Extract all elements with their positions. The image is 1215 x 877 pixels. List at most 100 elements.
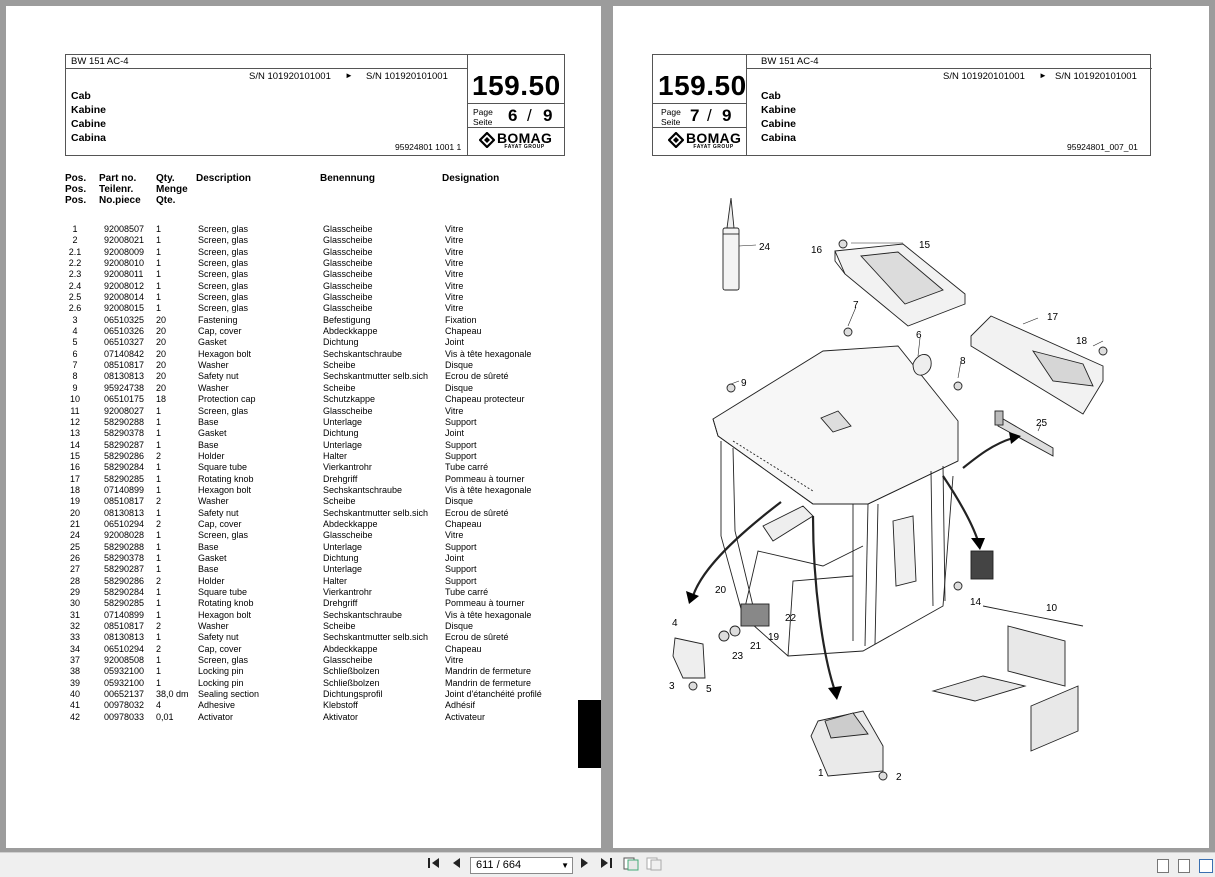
cell-qty: 1 <box>156 666 162 677</box>
cell-part-no: 06510327 <box>104 337 145 348</box>
cell-part-no: 08510817 <box>104 496 145 507</box>
leader-lines <box>730 242 1104 432</box>
cell-part-no: 00978032 <box>104 700 145 711</box>
page-sep: / <box>707 106 712 125</box>
cell-pos: 14 <box>69 439 80 450</box>
page-current: 6 <box>508 106 518 125</box>
page-total: 9 <box>543 106 553 125</box>
cell-benennung: Schließbolzen <box>323 677 380 688</box>
cell-designation: Vitre <box>445 405 464 416</box>
cell-qty: 1 <box>156 655 162 666</box>
cell-pos: 3 <box>72 314 78 325</box>
last-page-icon[interactable] <box>598 857 614 874</box>
cell-designation: Disque <box>445 496 474 507</box>
cell-benennung: Glasscheibe <box>323 246 373 257</box>
cell-qty: 1 <box>156 303 162 314</box>
cell-part-no: 07140899 <box>104 484 145 495</box>
cell-part-no: 06510175 <box>104 394 145 405</box>
cell-designation: Vis à tête hexagonale <box>445 348 532 359</box>
cell-description: Protection cap <box>198 394 256 405</box>
glass-screens-10 <box>931 605 1084 752</box>
callout-6: 6 <box>916 330 922 341</box>
cell-description: Hexagon bolt <box>198 348 252 359</box>
cell-benennung: Halter <box>323 575 348 586</box>
cell-designation: Tube carré <box>445 587 489 597</box>
callout-15: 15 <box>919 240 931 251</box>
doc-reference: 95924801_007_01 <box>1067 142 1138 152</box>
forward-view-icon[interactable] <box>645 857 663 874</box>
cell-designation: Mandrin de fermeture <box>445 666 532 677</box>
cell-designation: Vitre <box>445 258 464 269</box>
two-page-view-icon[interactable] <box>1199 859 1213 873</box>
col-head-part: Part no.Teilenr.No.piece <box>99 173 141 206</box>
cell-part-no: 08130813 <box>104 507 145 518</box>
callout-16: 16 <box>811 245 823 256</box>
cell-qty: 1 <box>156 405 162 416</box>
title-fr: Cabine <box>71 118 107 130</box>
cell-benennung: Scheibe <box>323 360 356 371</box>
cell-part-no: 07140899 <box>104 609 145 620</box>
callout-22: 22 <box>785 613 797 624</box>
cell-designation: Support <box>445 416 477 427</box>
cell-designation: Pommeau à tourner <box>445 598 525 609</box>
cell-pos: 10 <box>69 394 80 405</box>
back-view-icon[interactable] <box>622 857 640 874</box>
cell-pos: 2 <box>72 235 78 246</box>
group-number: 159.50 <box>472 70 561 101</box>
cell-benennung: Glasscheibe <box>323 258 373 269</box>
gasket-5 <box>688 681 698 691</box>
cell-qty: 20 <box>156 314 167 325</box>
cell-qty: 2 <box>156 621 162 632</box>
cell-pos: 24 <box>69 530 80 541</box>
part-6 <box>912 354 932 376</box>
cell-description: Hexagon bolt <box>198 484 252 495</box>
page-number-field[interactable]: 611 / 664 ▼ <box>470 857 573 874</box>
cell-qty: 1 <box>156 552 162 563</box>
callout-17: 17 <box>1047 312 1059 323</box>
callout-2: 2 <box>896 772 902 783</box>
next-page-icon[interactable] <box>578 857 592 874</box>
cell-part-no: 08130813 <box>104 371 145 382</box>
cell-qty: 18 <box>156 394 167 405</box>
cell-designation: Chapeau <box>445 518 482 529</box>
cell-qty: 1 <box>156 258 162 269</box>
cell-benennung: Halter <box>323 450 348 461</box>
cell-part-no: 06510325 <box>104 314 145 325</box>
cell-qty: 1 <box>156 224 162 234</box>
cell-description: Square tube <box>198 462 248 473</box>
cab-roof <box>712 345 959 505</box>
cell-part-no: 58290286 <box>104 450 145 461</box>
prev-page-icon[interactable] <box>449 857 463 874</box>
cell-description: Hexagon bolt <box>198 609 252 620</box>
cell-pos: 31 <box>69 609 80 620</box>
first-page-icon[interactable] <box>426 857 442 874</box>
cell-part-no: 92008015 <box>104 303 145 314</box>
cell-description: Screen, glas <box>198 258 249 269</box>
cell-designation: Disque <box>445 382 474 393</box>
cell-designation: Support <box>445 439 477 450</box>
handle-part-3 <box>672 637 706 679</box>
continuous-view-icon[interactable] <box>1178 859 1190 873</box>
cell-pos: 21 <box>69 518 80 529</box>
single-page-view-icon[interactable] <box>1157 859 1169 873</box>
cell-benennung: Schutzkappe <box>323 394 376 405</box>
cell-description: Rotating knob <box>198 598 254 609</box>
cell-qty: 1 <box>156 416 162 427</box>
cell-description: Holder <box>198 450 225 461</box>
bomag-diamond-icon <box>479 132 495 148</box>
cell-part-no: 92008027 <box>104 405 145 416</box>
viewer-toolbar: 611 / 664 ▼ <box>0 852 1215 877</box>
cap-part-21 <box>740 603 770 627</box>
